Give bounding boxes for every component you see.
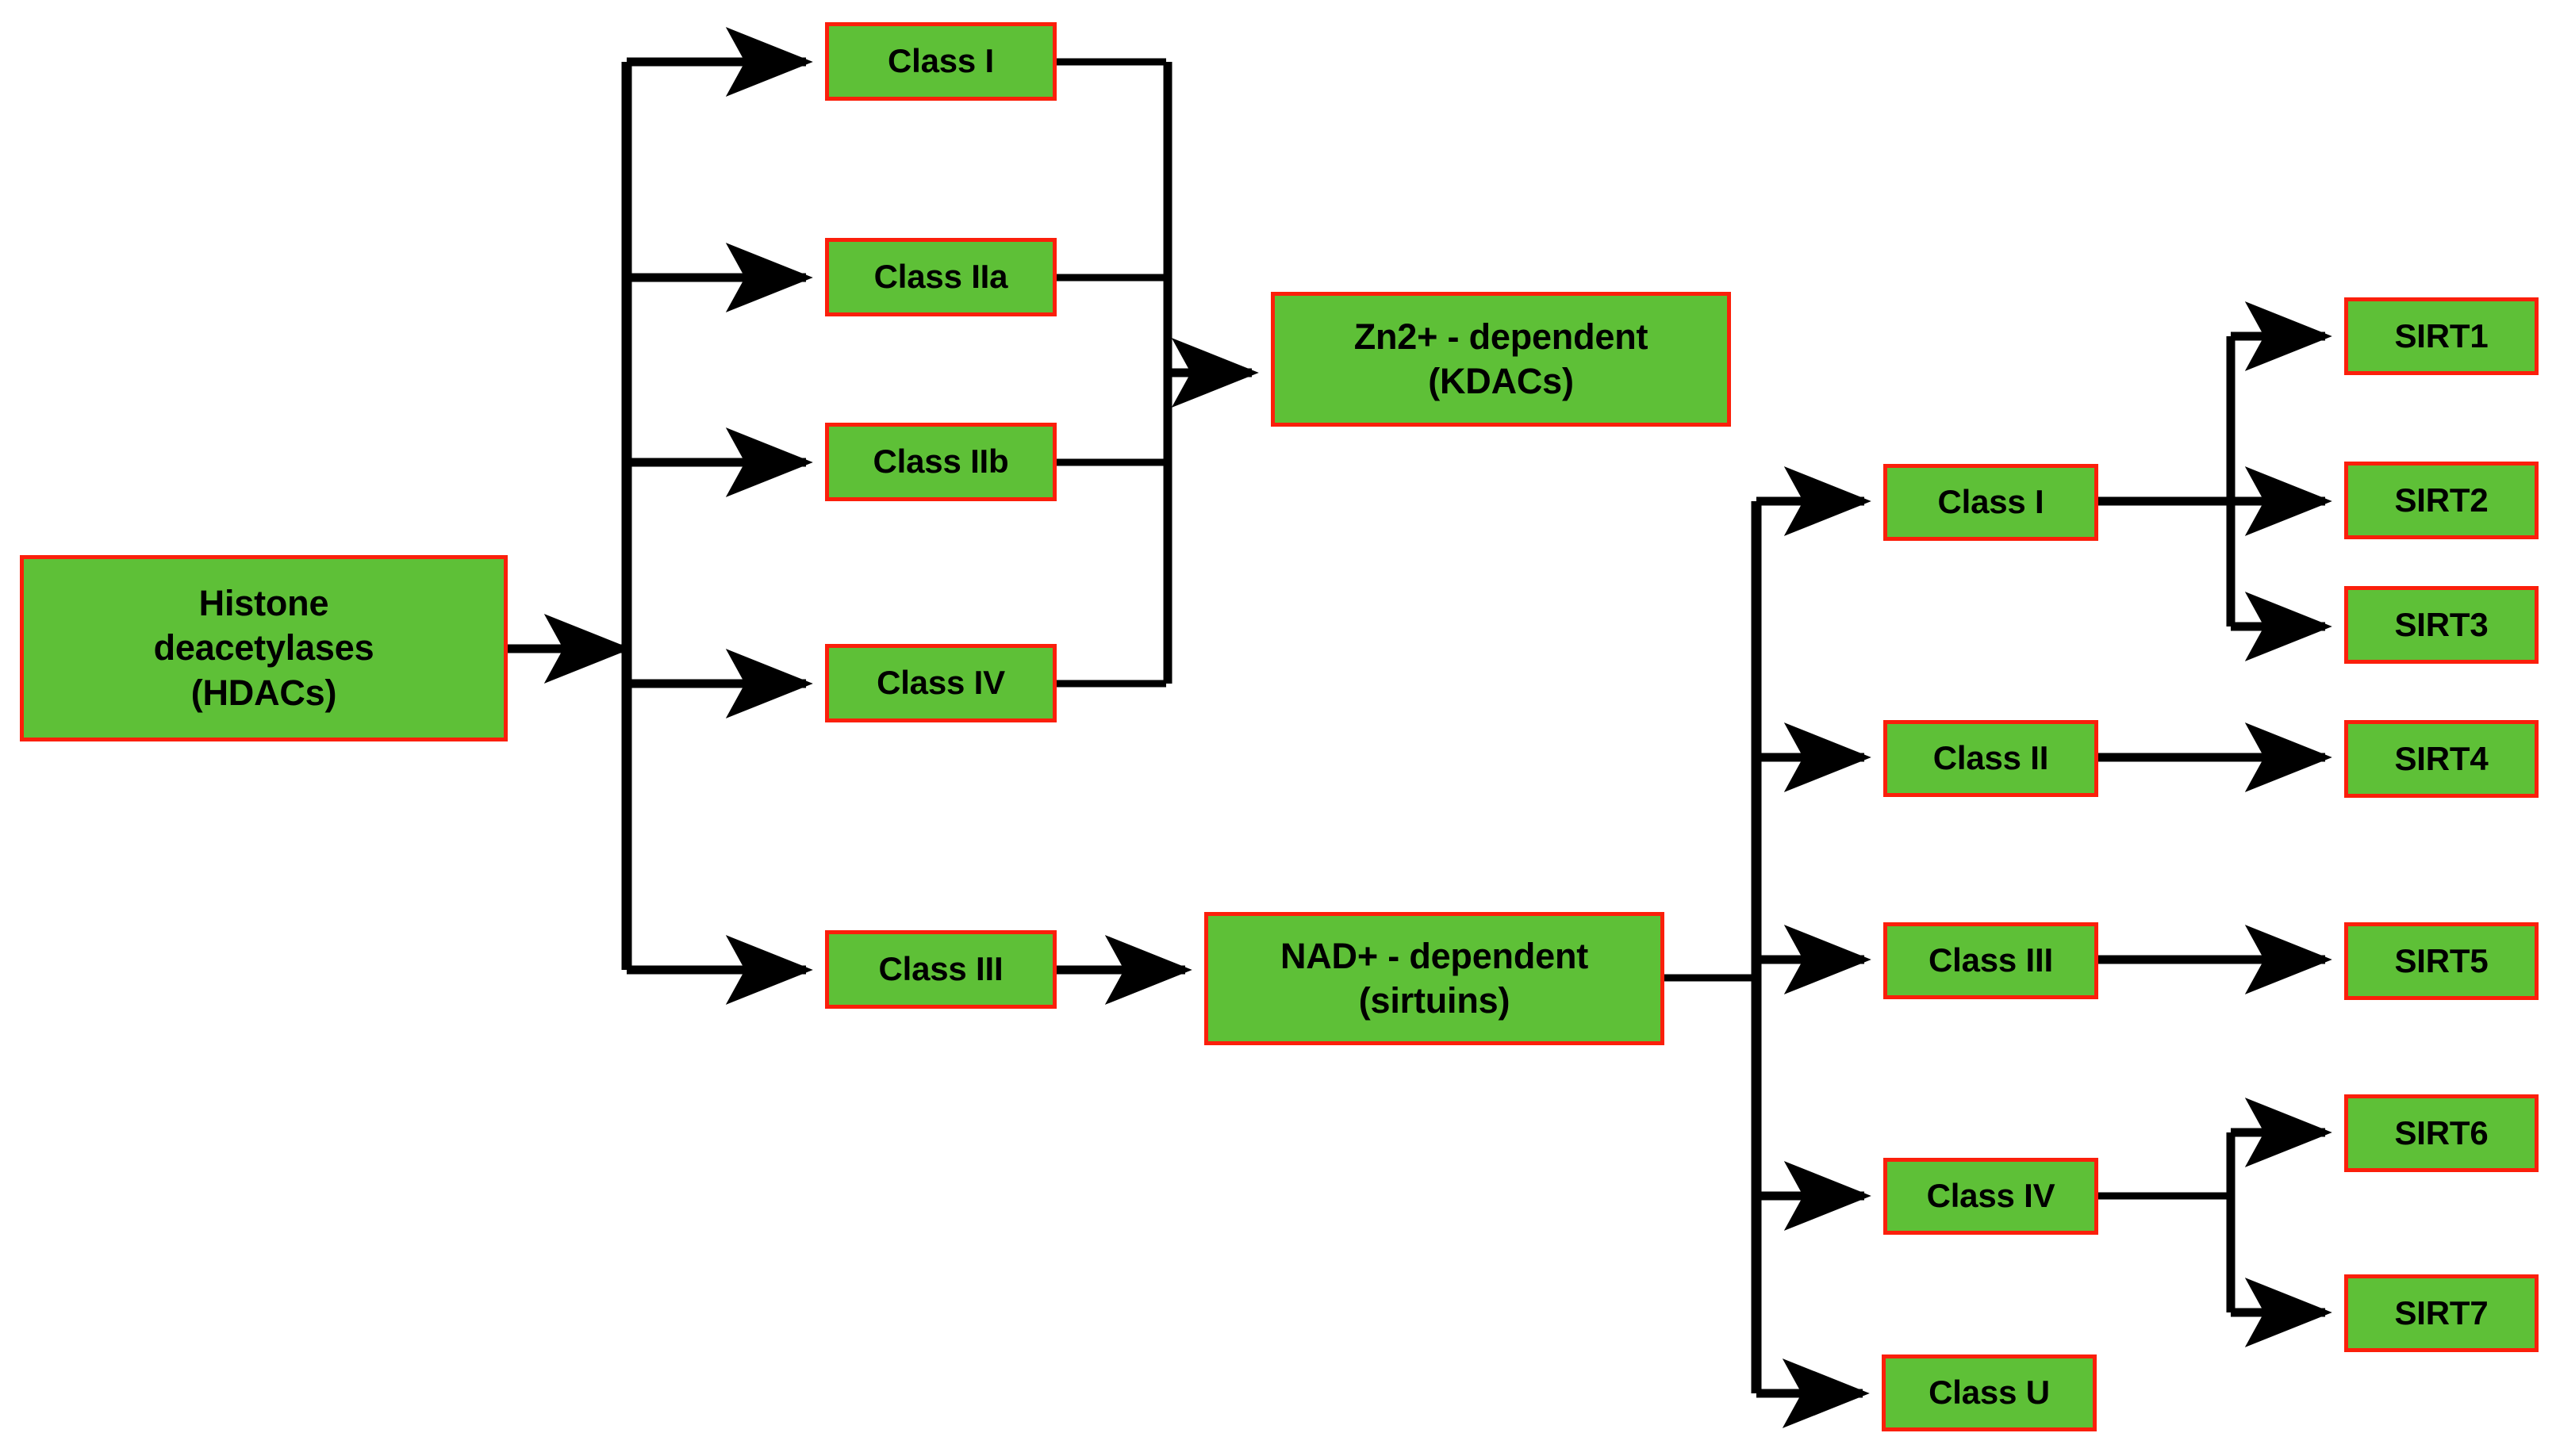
node-zn-dependent-kdacs[interactable]: Zn2+ - dependent (KDACs)	[1271, 292, 1731, 427]
node-sirtuin-class-3[interactable]: Class III	[1883, 922, 2098, 999]
node-sirt3[interactable]: SIRT3	[2344, 586, 2539, 664]
node-sirt2[interactable]: SIRT2	[2344, 462, 2539, 539]
node-sirtuin-class-u[interactable]: Class U	[1882, 1354, 2097, 1431]
node-hdac-class-2a[interactable]: Class IIa	[825, 238, 1057, 316]
node-nad-dependent-sirtuins[interactable]: NAD+ - dependent (sirtuins)	[1204, 912, 1664, 1045]
node-sirt6[interactable]: SIRT6	[2344, 1094, 2539, 1172]
node-sirt4[interactable]: SIRT4	[2344, 720, 2539, 798]
node-sirt5[interactable]: SIRT5	[2344, 922, 2539, 1000]
node-sirt7[interactable]: SIRT7	[2344, 1274, 2539, 1352]
node-sirt1[interactable]: SIRT1	[2344, 297, 2539, 375]
node-histone-deacetylases[interactable]: Histone deacetylases (HDACs)	[20, 555, 508, 741]
node-sirtuin-class-2[interactable]: Class II	[1883, 720, 2098, 797]
node-sirtuin-class-1[interactable]: Class I	[1883, 464, 2098, 541]
node-hdac-class-3[interactable]: Class III	[825, 930, 1057, 1009]
node-hdac-class-2b[interactable]: Class IIb	[825, 423, 1057, 501]
node-hdac-class-1[interactable]: Class I	[825, 22, 1057, 101]
node-hdac-class-4[interactable]: Class IV	[825, 644, 1057, 722]
node-sirtuin-class-4[interactable]: Class IV	[1883, 1158, 2098, 1235]
